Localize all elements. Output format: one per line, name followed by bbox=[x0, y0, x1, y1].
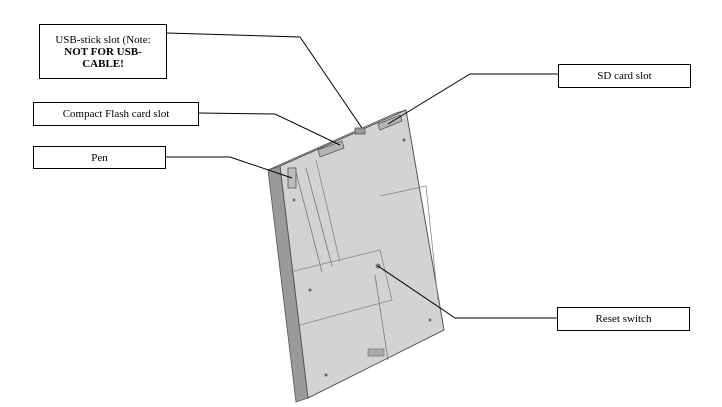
panel-divider bbox=[289, 249, 393, 326]
usb-stick-slot-label: USB-stick slot (Note: NOT FOR USB- CABLE… bbox=[39, 24, 167, 79]
leader-line-cf bbox=[198, 112, 341, 146]
screw-hole bbox=[324, 373, 328, 377]
cf-label-text: Compact Flash card slot bbox=[62, 108, 170, 120]
leader-line-pen bbox=[166, 156, 293, 179]
reset-switch-label: Reset switch bbox=[557, 307, 690, 331]
compact-flash-slot-label: Compact Flash card slot bbox=[33, 102, 199, 126]
pen-label: Pen bbox=[33, 146, 166, 169]
screw-hole bbox=[402, 138, 406, 142]
screw-hole bbox=[428, 318, 432, 322]
panel-line-cf bbox=[315, 159, 341, 263]
panel-line-left bbox=[295, 171, 323, 273]
pen-label-text: Pen bbox=[91, 151, 108, 164]
screw-hole bbox=[292, 198, 296, 202]
usb-slot bbox=[354, 127, 366, 135]
reset-label-text: Reset switch bbox=[595, 313, 652, 325]
usb-label-line3: CABLE! bbox=[82, 57, 124, 70]
sd-card-slot-label: SD card slot bbox=[558, 64, 691, 88]
cf-slot bbox=[317, 140, 345, 158]
panel-right-recess bbox=[379, 185, 439, 301]
sd-label-text: SD card slot bbox=[597, 70, 652, 82]
panel-bottom-line bbox=[374, 274, 389, 361]
usb-label-line2: NOT FOR USB- bbox=[64, 45, 142, 58]
leader-line-reset bbox=[377, 265, 557, 319]
vent-grill bbox=[367, 348, 385, 357]
leader-line-usb bbox=[166, 32, 363, 129]
leader-line-sd bbox=[387, 73, 558, 125]
usb-label-line1: USB-stick slot (Note: bbox=[55, 33, 151, 46]
screw-hole bbox=[308, 288, 312, 292]
panel-line-left-2 bbox=[305, 167, 333, 267]
